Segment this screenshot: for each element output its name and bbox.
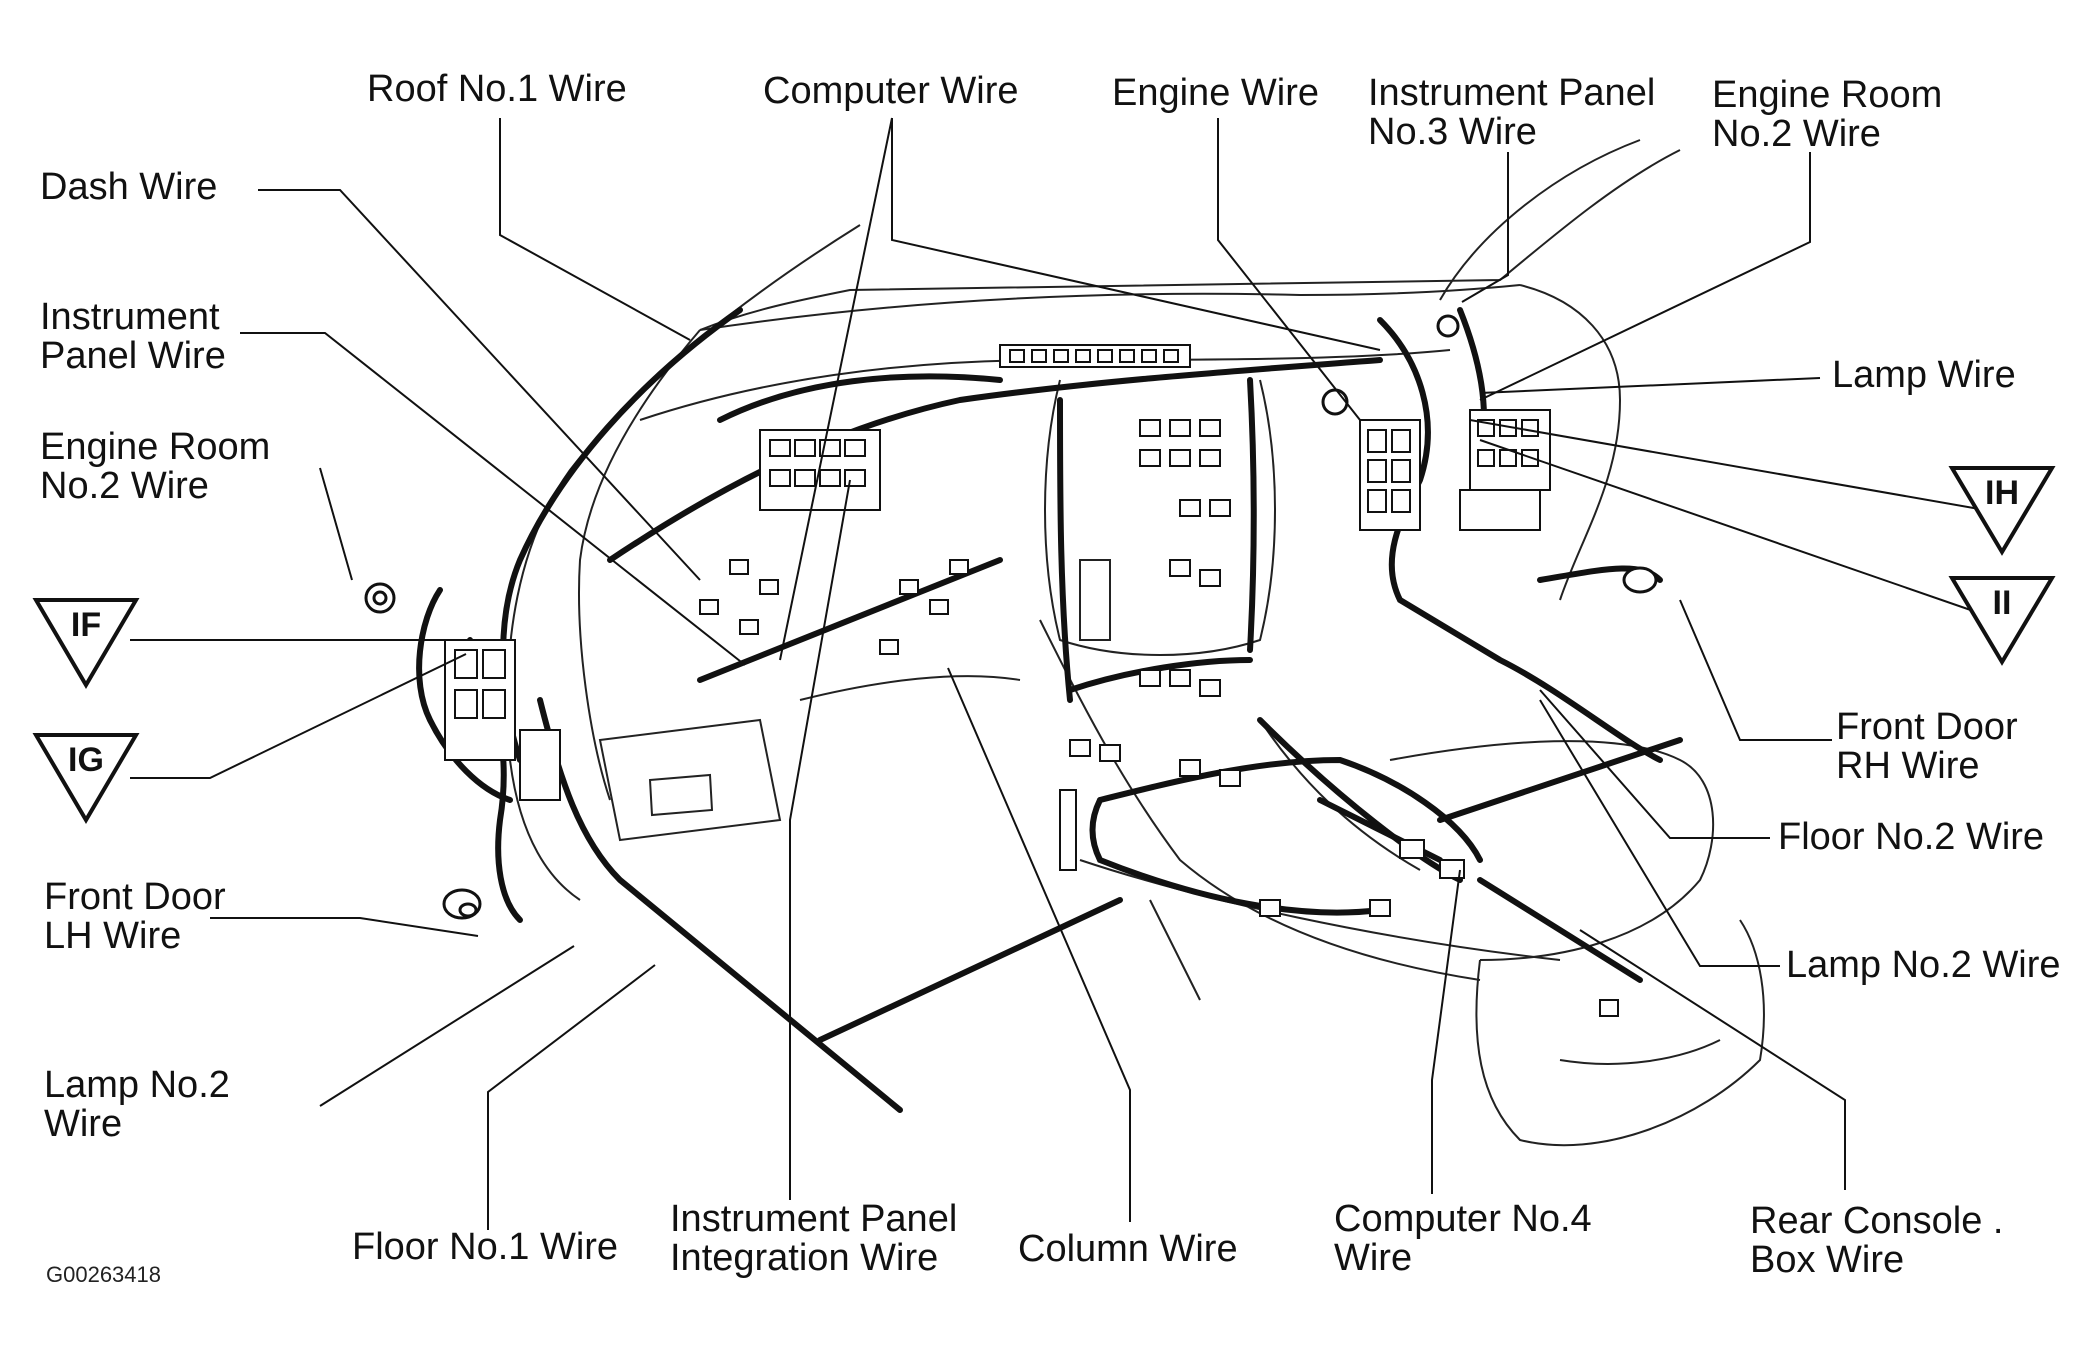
label-line: Column Wire	[1018, 1228, 1238, 1270]
label-line: Engine Room	[40, 426, 271, 468]
label-line: No.2 Wire	[1712, 113, 1881, 155]
label-computer-wire: Computer Wire	[763, 72, 1019, 111]
vehicle-body-outline	[506, 139, 1765, 1147]
label-engine-wire: Engine Wire	[1112, 74, 1319, 113]
label-instrument-panel-wire: Instrument Panel Wire	[40, 298, 226, 376]
label-line: LH Wire	[44, 915, 182, 957]
label-line: Wire	[1334, 1237, 1413, 1279]
label-line: Lamp No.2	[44, 1064, 230, 1106]
marker-II-label: II	[1993, 584, 2012, 622]
label-column-wire: Column Wire	[1018, 1230, 1238, 1269]
label-roof-no1-wire: Roof No.1 Wire	[367, 70, 627, 109]
label-line: Engine Room	[1712, 74, 1943, 116]
label-computer-no4-wire: Computer No.4 Wire	[1334, 1200, 1592, 1278]
label-line: Engine Wire	[1112, 72, 1319, 114]
label-line: Integration Wire	[670, 1237, 939, 1279]
marker-IH: IH	[1948, 466, 2056, 556]
label-line: RH Wire	[1836, 745, 1980, 787]
label-line: Floor No.1 Wire	[352, 1226, 619, 1268]
figure-code: G00263418	[46, 1262, 161, 1287]
label-line: Roof No.1 Wire	[367, 68, 627, 110]
marker-IG: IG	[32, 733, 140, 824]
connectors	[444, 344, 1619, 1017]
label-front-door-rh-wire: Front Door RH Wire	[1836, 708, 2018, 786]
label-floor-no1-wire: Floor No.1 Wire	[352, 1228, 618, 1267]
leader-lines	[130, 117, 1986, 1230]
marker-IH-label: IH	[1985, 474, 2019, 512]
label-floor-no2-wire: Floor No.2 Wire	[1778, 818, 2044, 857]
label-line: Panel Wire	[40, 335, 226, 377]
label-line: Lamp No.2 Wire	[1786, 944, 2061, 986]
label-lamp-wire: Lamp Wire	[1832, 356, 2016, 395]
label-line: Rear Console .	[1750, 1200, 2004, 1242]
label-instrument-panel-integration-wire: Instrument Panel Integration Wire	[670, 1200, 957, 1278]
label-rear-console-box-wire: Rear Console . Box Wire	[1750, 1202, 2003, 1280]
label-line: Dash Wire	[40, 166, 218, 208]
label-line: Front Door	[44, 876, 226, 918]
label-line: Lamp Wire	[1832, 354, 2016, 396]
label-line: Front Door	[1836, 706, 2018, 748]
label-line: No.3 Wire	[1368, 111, 1537, 153]
marker-IF: IF	[32, 598, 140, 689]
label-line: No.2 Wire	[40, 465, 209, 507]
label-lamp-no2-wire-left: Lamp No.2 Wire	[44, 1066, 230, 1144]
label-line: Computer No.4	[1334, 1198, 1592, 1240]
label-front-door-lh-wire: Front Door LH Wire	[44, 878, 226, 956]
label-line: Instrument Panel	[670, 1198, 958, 1240]
marker-II: II	[1948, 576, 2056, 666]
label-lamp-no2-wire-right: Lamp No.2 Wire	[1786, 946, 2061, 985]
grommets	[364, 314, 1658, 920]
label-engine-room-no2-wire-left: Engine Room No.2 Wire	[40, 428, 270, 506]
label-line: Computer Wire	[763, 70, 1019, 112]
label-line: Wire	[44, 1103, 123, 1145]
label-engine-room-no2-wire-top: Engine Room No.2 Wire	[1712, 76, 1942, 154]
label-line: Instrument	[40, 296, 220, 338]
label-line: Instrument Panel	[1368, 72, 1656, 114]
label-dash-wire: Dash Wire	[40, 168, 217, 207]
label-line: Box Wire	[1750, 1239, 1905, 1281]
label-instrument-panel-no3-wire: Instrument Panel No.3 Wire	[1368, 74, 1655, 152]
marker-IG-label: IG	[68, 741, 104, 779]
label-line: Floor No.2 Wire	[1778, 816, 2045, 858]
marker-IF-label: IF	[71, 606, 101, 644]
